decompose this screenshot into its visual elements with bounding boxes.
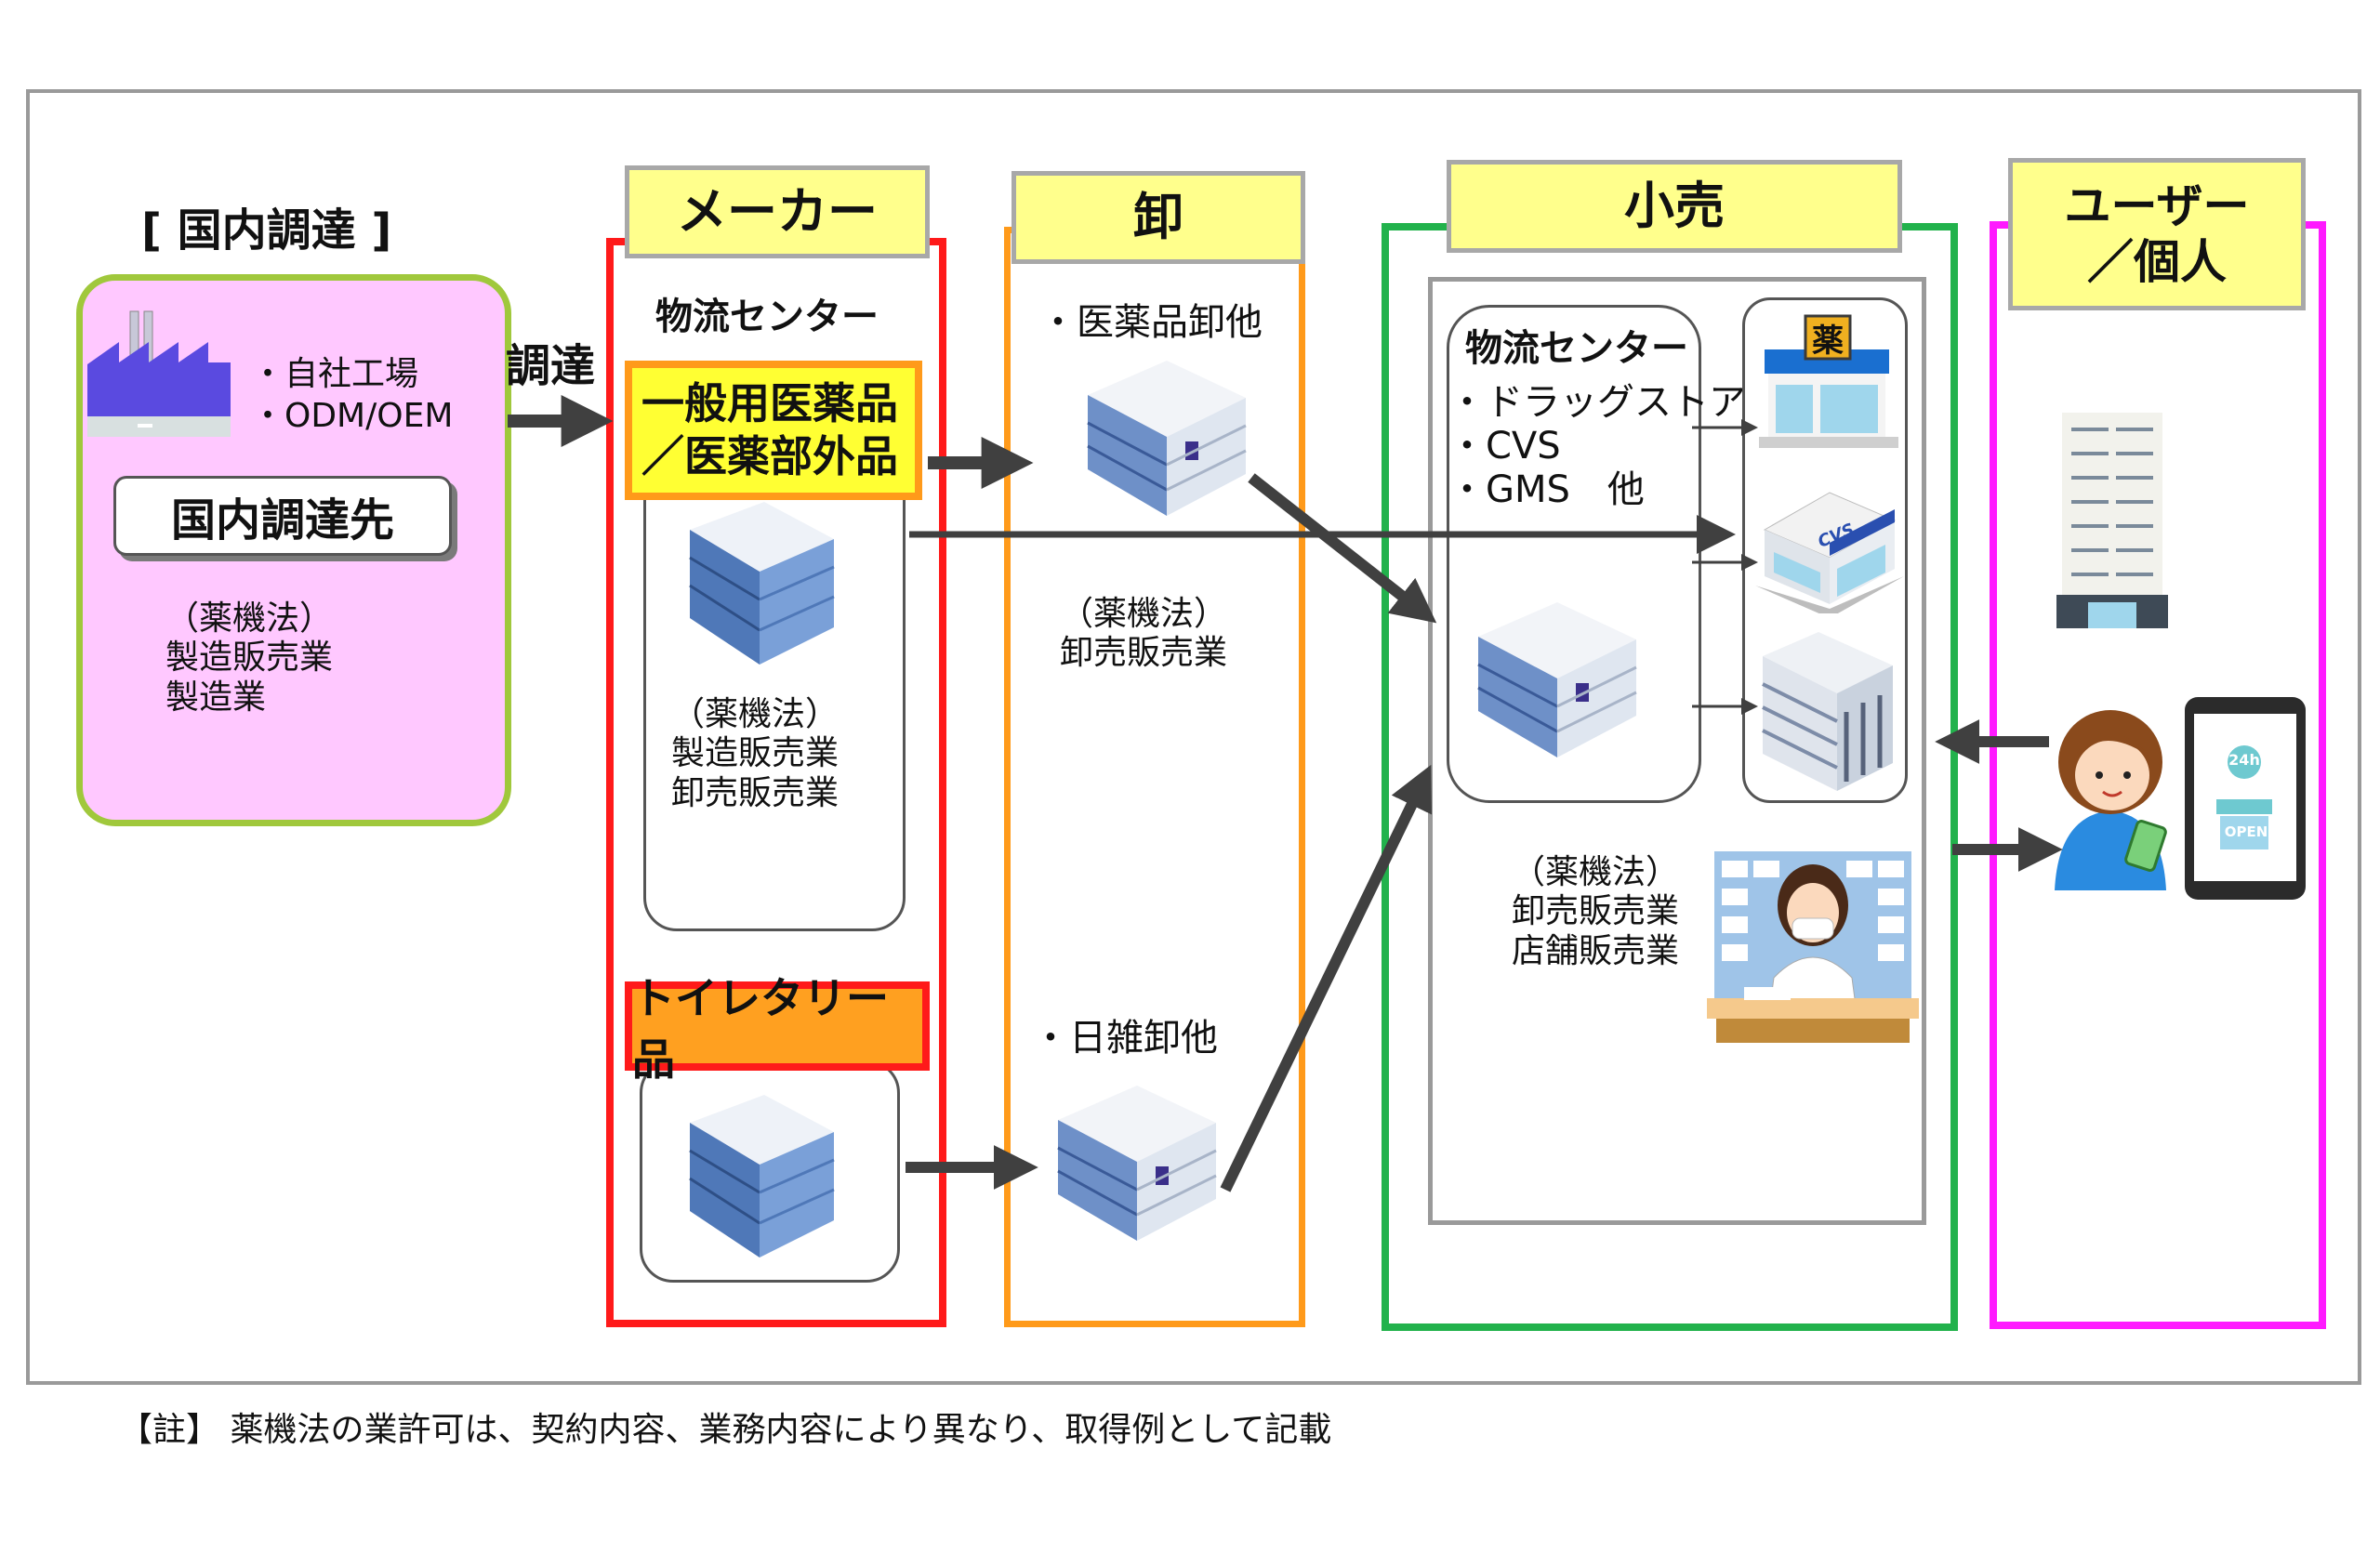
outer-frame	[26, 89, 2361, 1385]
retail-inner-frame	[1428, 277, 1926, 1225]
wholesale-law-text: （薬機法） 卸売販売業	[1060, 595, 1228, 673]
maker-header: メーカー	[625, 165, 930, 258]
otc-label: 一般用医薬品 ／医薬部外品	[625, 361, 922, 500]
user-header: ユーザー ／個人	[2008, 158, 2306, 310]
maker-center-label: 物流センター	[655, 296, 879, 338]
warehouse-icon-wholesale-lower	[1049, 1078, 1225, 1245]
open-sign: OPEN	[2224, 823, 2268, 840]
retail-store-list: ・ドラッグストア ・CVS ・GMS 他	[1448, 381, 1746, 512]
maker-law-text: （薬機法） 製造販売業 卸売販売業	[671, 695, 840, 812]
convenience-store-icon	[1755, 483, 1904, 613]
gms-building-icon	[1753, 628, 1906, 796]
warehouse-icon-maker-upper	[671, 502, 848, 669]
wholesale-header: 卸	[1012, 171, 1305, 264]
person-with-phone-icon	[2045, 695, 2175, 890]
domestic-title: [ 国内調達 ]	[141, 204, 392, 257]
warehouse-icon-maker-lower	[671, 1095, 848, 1262]
retail-center-label: 物流センター	[1465, 327, 1688, 370]
wholesale-sundries-label: ・日雑卸他	[1032, 1017, 1218, 1060]
supplier-label: 国内調達先	[170, 494, 394, 546]
footnote: 【註】 薬機法の業許可は、契約内容、業務内容により異なり、取得例として記載	[119, 1411, 1332, 1449]
pharmacist-icon	[1707, 848, 1919, 1045]
wholesale-pharma-label: ・医薬品卸他	[1039, 301, 1263, 344]
drugstore-icon	[1755, 312, 1904, 452]
procure-label: 調達	[506, 340, 596, 392]
open-24h-badge: 24h	[2228, 751, 2260, 769]
warehouse-icon-wholesale-upper	[1078, 353, 1255, 520]
domestic-law-text: （薬機法） 製造販売業 製造業	[165, 599, 334, 717]
smartphone-icon	[2183, 695, 2307, 902]
apartment-building-icon	[2056, 409, 2168, 628]
toiletry-label: トイレタリー品	[625, 973, 930, 1085]
drugstore-sign: 薬	[1812, 322, 1844, 360]
warehouse-icon-retail	[1469, 595, 1646, 762]
domestic-bullets: ・自社工場 ・ODM/OEM	[251, 355, 454, 435]
retail-header: 小売	[1447, 160, 1902, 253]
retail-law-text: （薬機法） 卸売販売業 店舗販売業	[1512, 853, 1680, 970]
factory-icon	[82, 307, 240, 446]
supplier-box	[113, 476, 452, 556]
